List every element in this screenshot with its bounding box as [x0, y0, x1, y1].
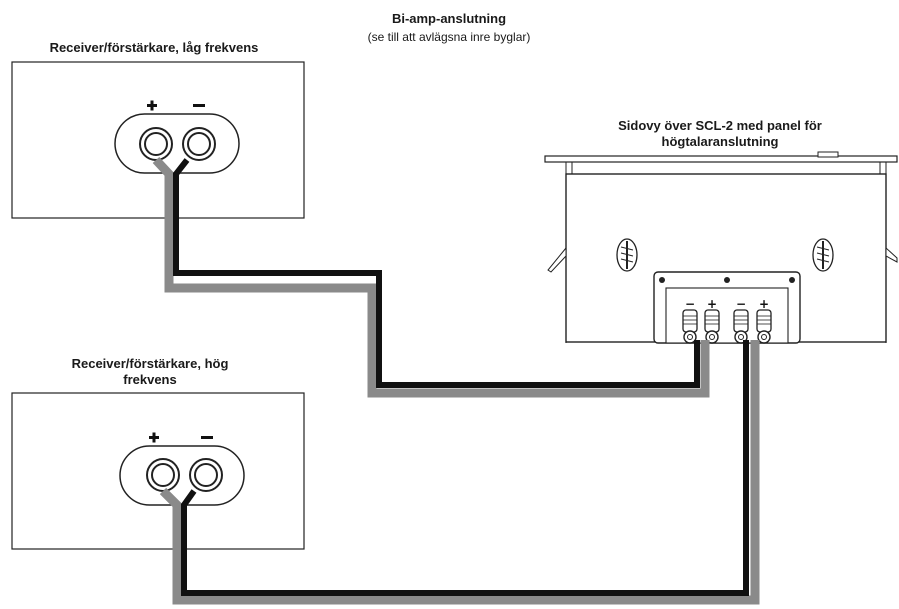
speaker-terminal-symbol: + [707, 297, 717, 311]
receiver-high-minus-terminal[interactable] [189, 458, 223, 492]
wire-low-positive [152, 156, 710, 398]
receiver-high-terminal-plate [119, 445, 245, 506]
receiver-high-plus-sign [149, 432, 159, 443]
receiver-high-label-line2: frekvens [123, 372, 177, 387]
receiver-low-minus-terminal[interactable] [182, 127, 216, 161]
speaker-terminal-positive-high[interactable] [756, 309, 772, 344]
receiver-high-plus-terminal[interactable] [146, 458, 180, 492]
speaker-label-line2: högtalaranslutning [661, 134, 779, 149]
receiver-low-plus-sign [147, 100, 157, 111]
speaker-terminal-negative-high[interactable] [733, 309, 749, 344]
speaker-terminal-negative-low[interactable] [682, 309, 698, 344]
receiver-high-minus-sign [201, 436, 213, 439]
speaker-label-line1: Sidovy över SCL-2 med panel för [618, 118, 822, 133]
speaker-mounting-clip-right-icon [812, 238, 834, 272]
receiver-low-terminal-plate [114, 113, 240, 174]
diagram-subtitle: (se till att avlägsna inre byglar) [367, 30, 531, 44]
speaker-dog-ear-left-icon [547, 246, 567, 273]
wire-low-negative [173, 158, 700, 388]
receiver-high-label-line1: Receiver/förstärkare, hög [71, 356, 229, 371]
speaker-terminal-symbol: − [736, 297, 746, 311]
speaker-top-flange [544, 155, 898, 163]
speaker-terminal-symbol: − [685, 297, 695, 311]
receiver-low-minus-sign [193, 104, 205, 107]
speaker-dog-ear-right-icon [885, 246, 898, 263]
wire-high-negative [181, 340, 749, 596]
speaker-mounting-clip-left-icon [616, 238, 638, 272]
speaker-terminal-positive-low[interactable] [704, 309, 720, 344]
speaker-side-view [544, 151, 898, 344]
speaker-terminal-symbol: + [759, 297, 769, 311]
receiver-low-label: Receiver/förstärkare, låg frekvens [49, 40, 259, 55]
wire-high-positive [159, 340, 760, 605]
diagram-title: Bi-amp-anslutning [391, 11, 507, 26]
receiver-low-plus-terminal[interactable] [139, 127, 173, 161]
